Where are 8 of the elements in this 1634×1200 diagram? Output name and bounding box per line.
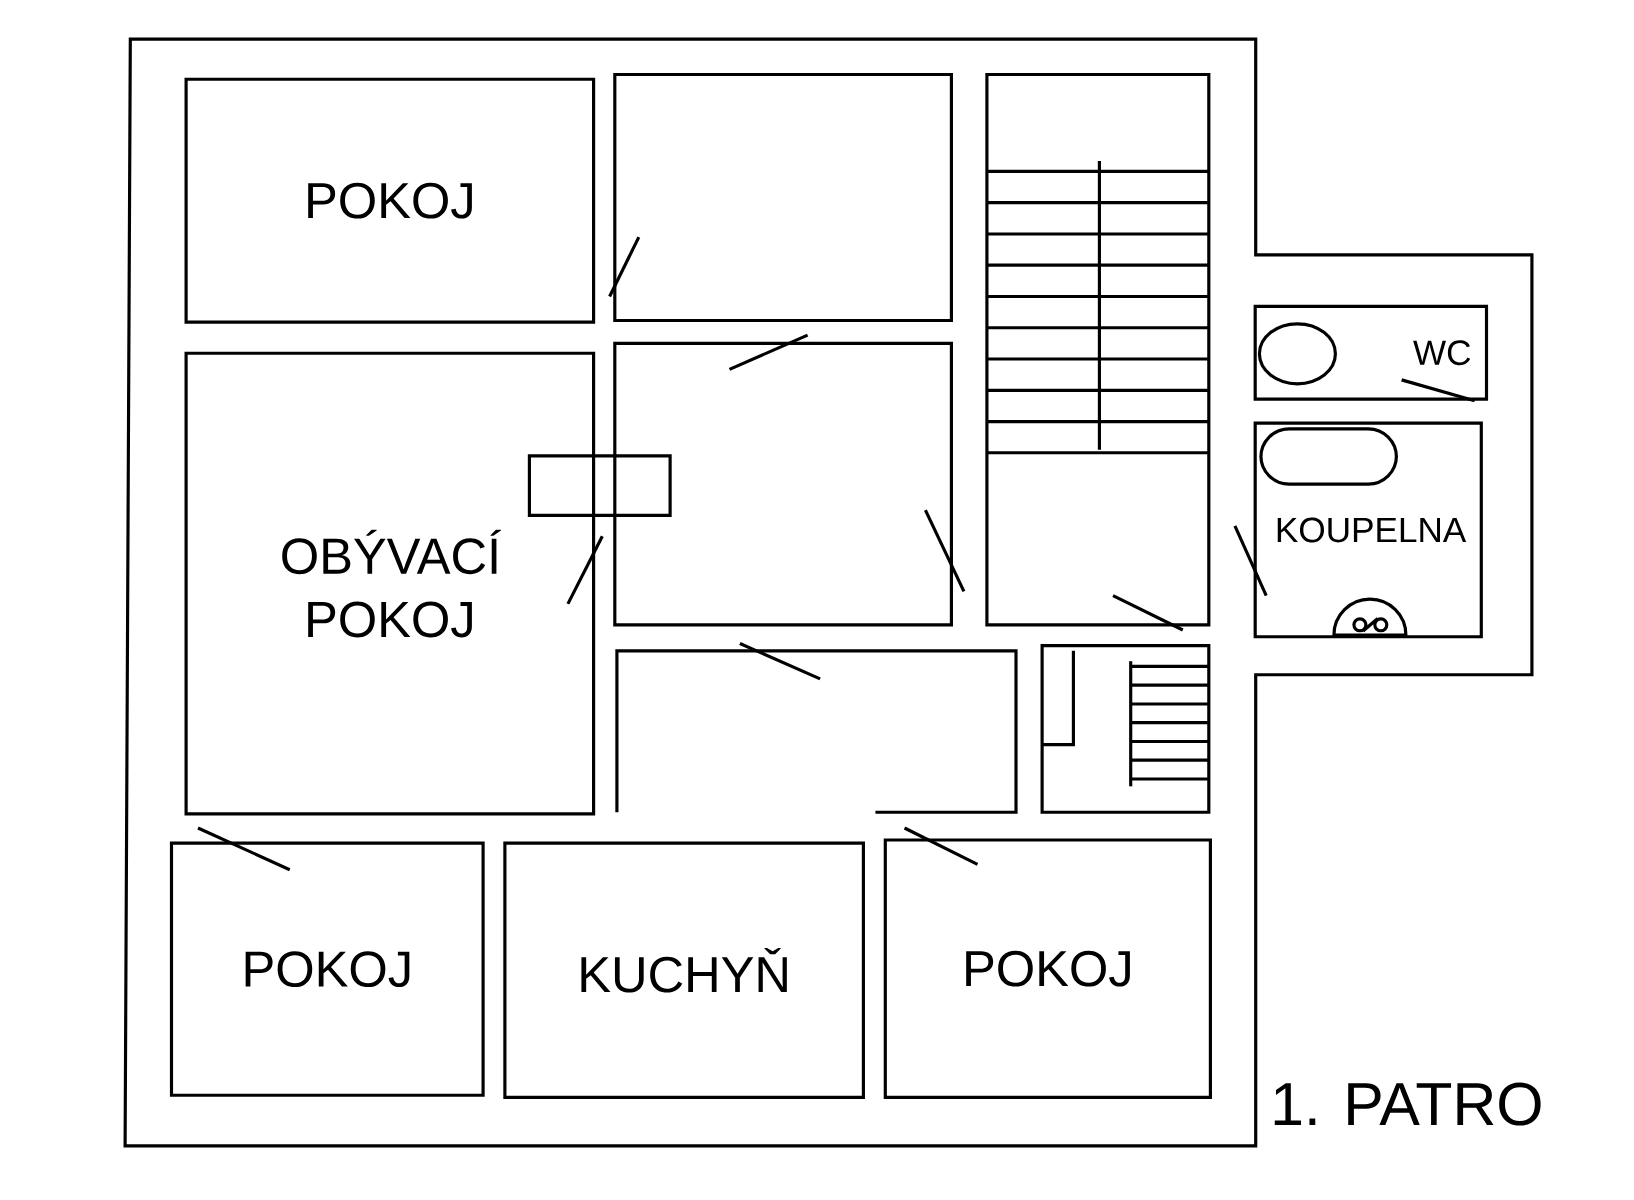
room: POKOJ	[883, 838, 1212, 1099]
floor-label: 1. PATRO	[1274, 1082, 1541, 1126]
room: WC	[1253, 304, 1489, 401]
room: POKOJ	[169, 841, 485, 1097]
room: KOUPELNA	[1253, 421, 1483, 639]
room: OBÝVACÍ POKOJ	[184, 351, 596, 816]
room: KUCHYŇ	[503, 841, 865, 1099]
room: POKOJ	[184, 77, 596, 324]
